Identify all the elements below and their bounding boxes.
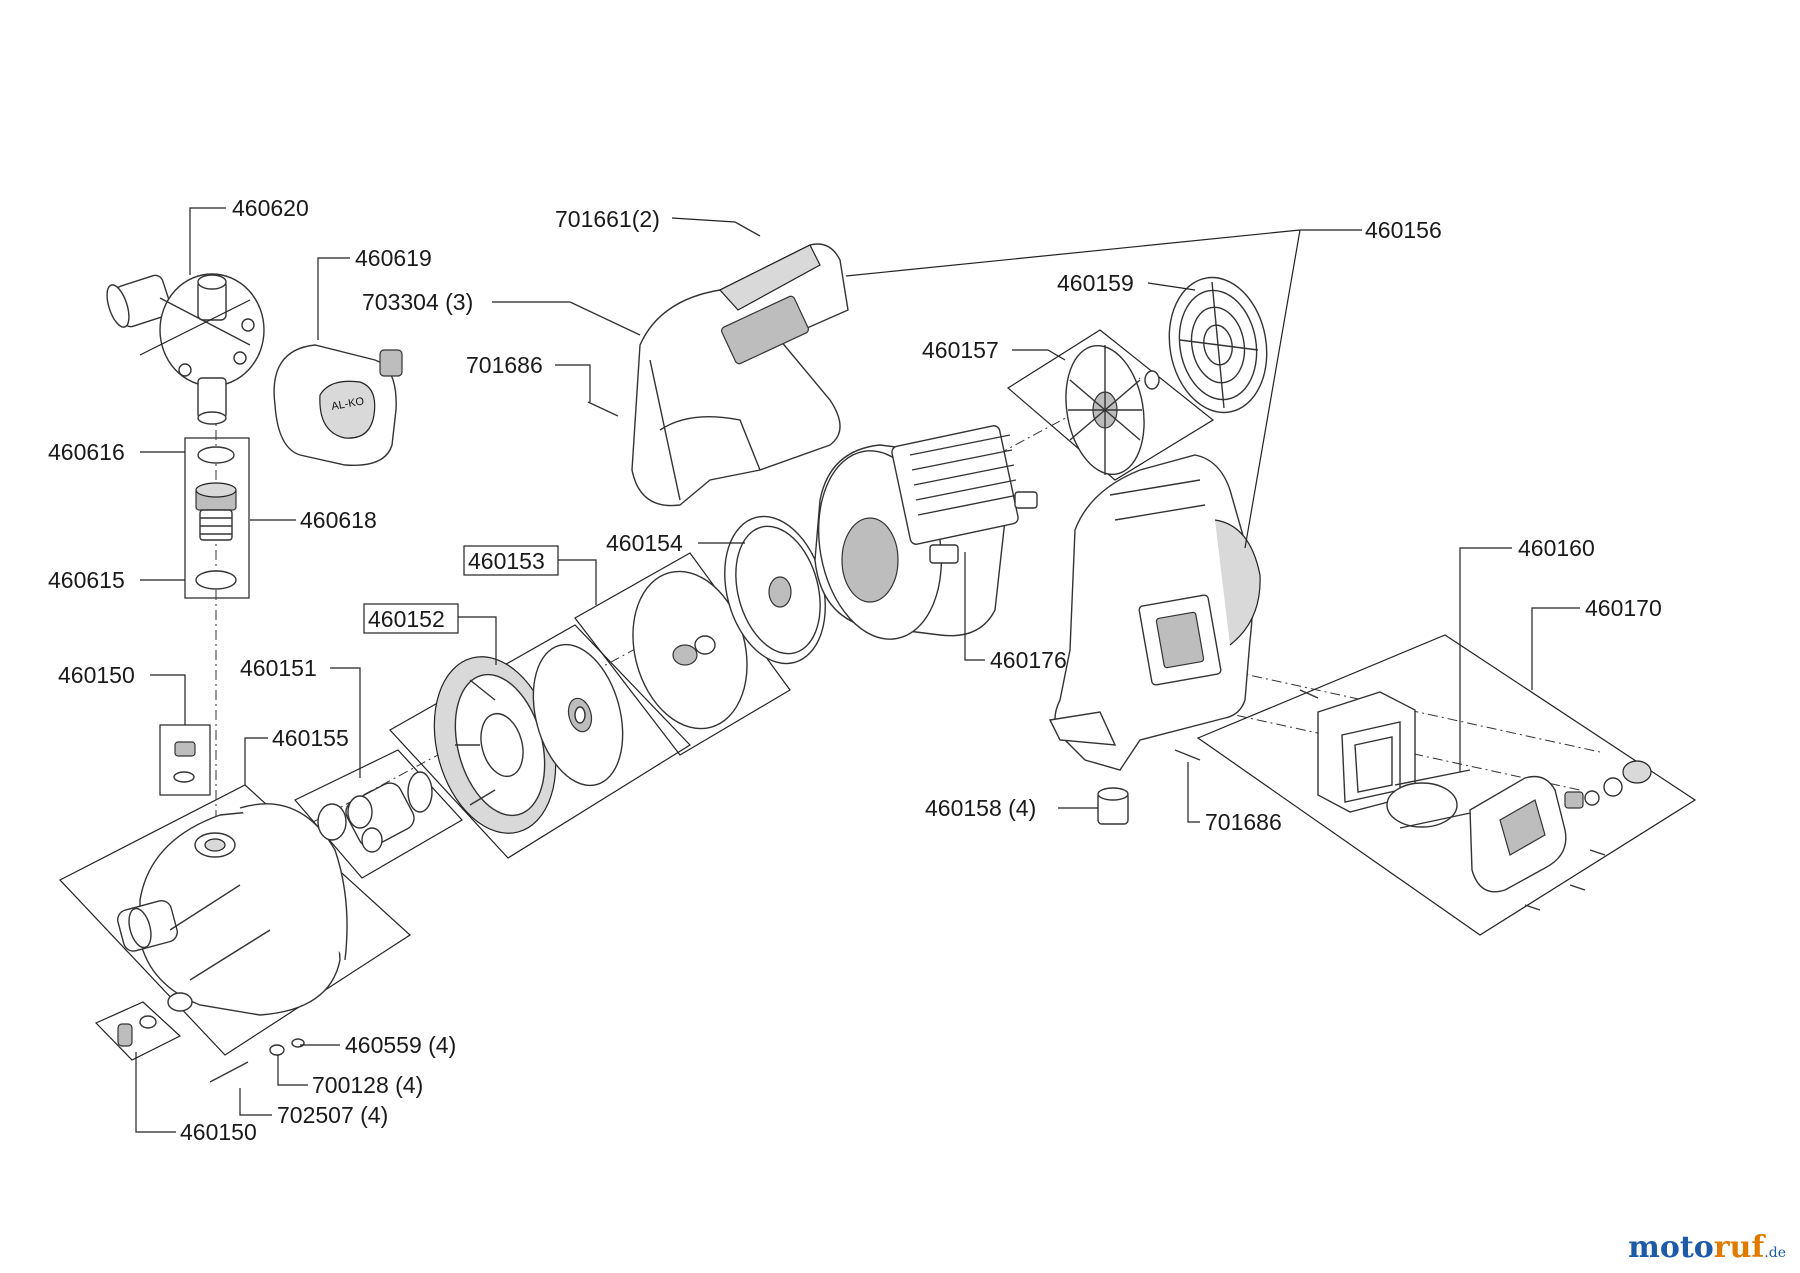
control-box-part xyxy=(1317,691,1476,829)
label-460154: 460154 xyxy=(606,530,683,556)
label-box-460152 xyxy=(363,603,459,634)
label-460150-bottom: 460150 xyxy=(180,1119,257,1145)
housing-front-frame-part xyxy=(1048,454,1261,771)
drain-plug-bottom-part xyxy=(117,1015,157,1047)
diffuser-frame xyxy=(574,552,791,756)
label-460150-top: 460150 xyxy=(58,662,135,688)
label-702507: 702507 (4) xyxy=(277,1102,388,1128)
pump-housing-part xyxy=(117,803,348,1016)
label-460155: 460155 xyxy=(272,725,349,751)
label-460620: 460620 xyxy=(232,195,309,221)
foot-part xyxy=(1097,787,1129,825)
drain-plug-top-part xyxy=(173,741,196,783)
label-460158: 460158 (4) xyxy=(925,795,1036,821)
watermark-part-3: .de xyxy=(1764,1245,1786,1261)
watermark-part-2: ruf xyxy=(1713,1230,1765,1265)
drain-plug-bottom-frame xyxy=(94,1001,182,1061)
impeller-part xyxy=(433,656,557,834)
label-460559: 460559 (4) xyxy=(345,1032,456,1058)
nozzle-part xyxy=(317,771,433,853)
motor-part xyxy=(814,425,1038,640)
label-460151: 460151 xyxy=(240,655,317,681)
label-703304: 703304 (3) xyxy=(362,289,473,315)
leader-lines xyxy=(135,207,1580,1133)
watermark-part-1: moto xyxy=(1628,1230,1714,1265)
impeller-disc-part xyxy=(532,643,624,787)
label-box-460153 xyxy=(463,545,559,576)
drain-plug-top-frame xyxy=(159,724,211,796)
label-460170: 460170 xyxy=(1585,595,1662,621)
motoruf-watermark: motoruf.de xyxy=(1628,1230,1786,1265)
label-460615: 460615 xyxy=(48,567,125,593)
fan-cover-part xyxy=(1168,276,1268,414)
label-460160: 460160 xyxy=(1518,535,1595,561)
seal-plate-part xyxy=(724,515,826,665)
pressure-switch-cover-part: AL-KO xyxy=(273,344,403,467)
check-valve-part xyxy=(195,482,237,541)
label-700128: 700128 (4) xyxy=(312,1072,423,1098)
impeller-frame xyxy=(389,624,691,859)
screws-part xyxy=(209,221,1606,1083)
label-460153: 460153 xyxy=(468,548,545,574)
label-460176: 460176 xyxy=(990,647,1067,673)
capacitor-cover-part xyxy=(1469,760,1652,893)
pressure-switch-fittings-frame xyxy=(184,437,250,599)
o-ring-460616-part xyxy=(197,446,235,464)
label-701686-top: 701686 xyxy=(466,352,543,378)
nozzle-frame xyxy=(294,749,463,879)
label-701661: 701661(2) xyxy=(555,206,660,232)
label-460618: 460618 xyxy=(300,507,377,533)
diffuser-seal-part xyxy=(632,570,748,730)
o-ring-460615-part xyxy=(195,570,237,590)
label-460619: 460619 xyxy=(355,245,432,271)
label-460157: 460157 xyxy=(922,337,999,363)
housing-upper-shell-part xyxy=(631,243,849,507)
label-460616: 460616 xyxy=(48,439,125,465)
pressure-fitting-part xyxy=(106,273,265,425)
label-460152: 460152 xyxy=(368,606,445,632)
label-701686-bottom: 701686 xyxy=(1205,809,1282,835)
fan-part xyxy=(1065,344,1160,476)
svg-text:AL-KO: AL-KO xyxy=(330,395,365,413)
label-460159: 460159 xyxy=(1057,270,1134,296)
control-box-frame xyxy=(1196,634,1697,936)
label-460156: 460156 xyxy=(1365,217,1442,243)
